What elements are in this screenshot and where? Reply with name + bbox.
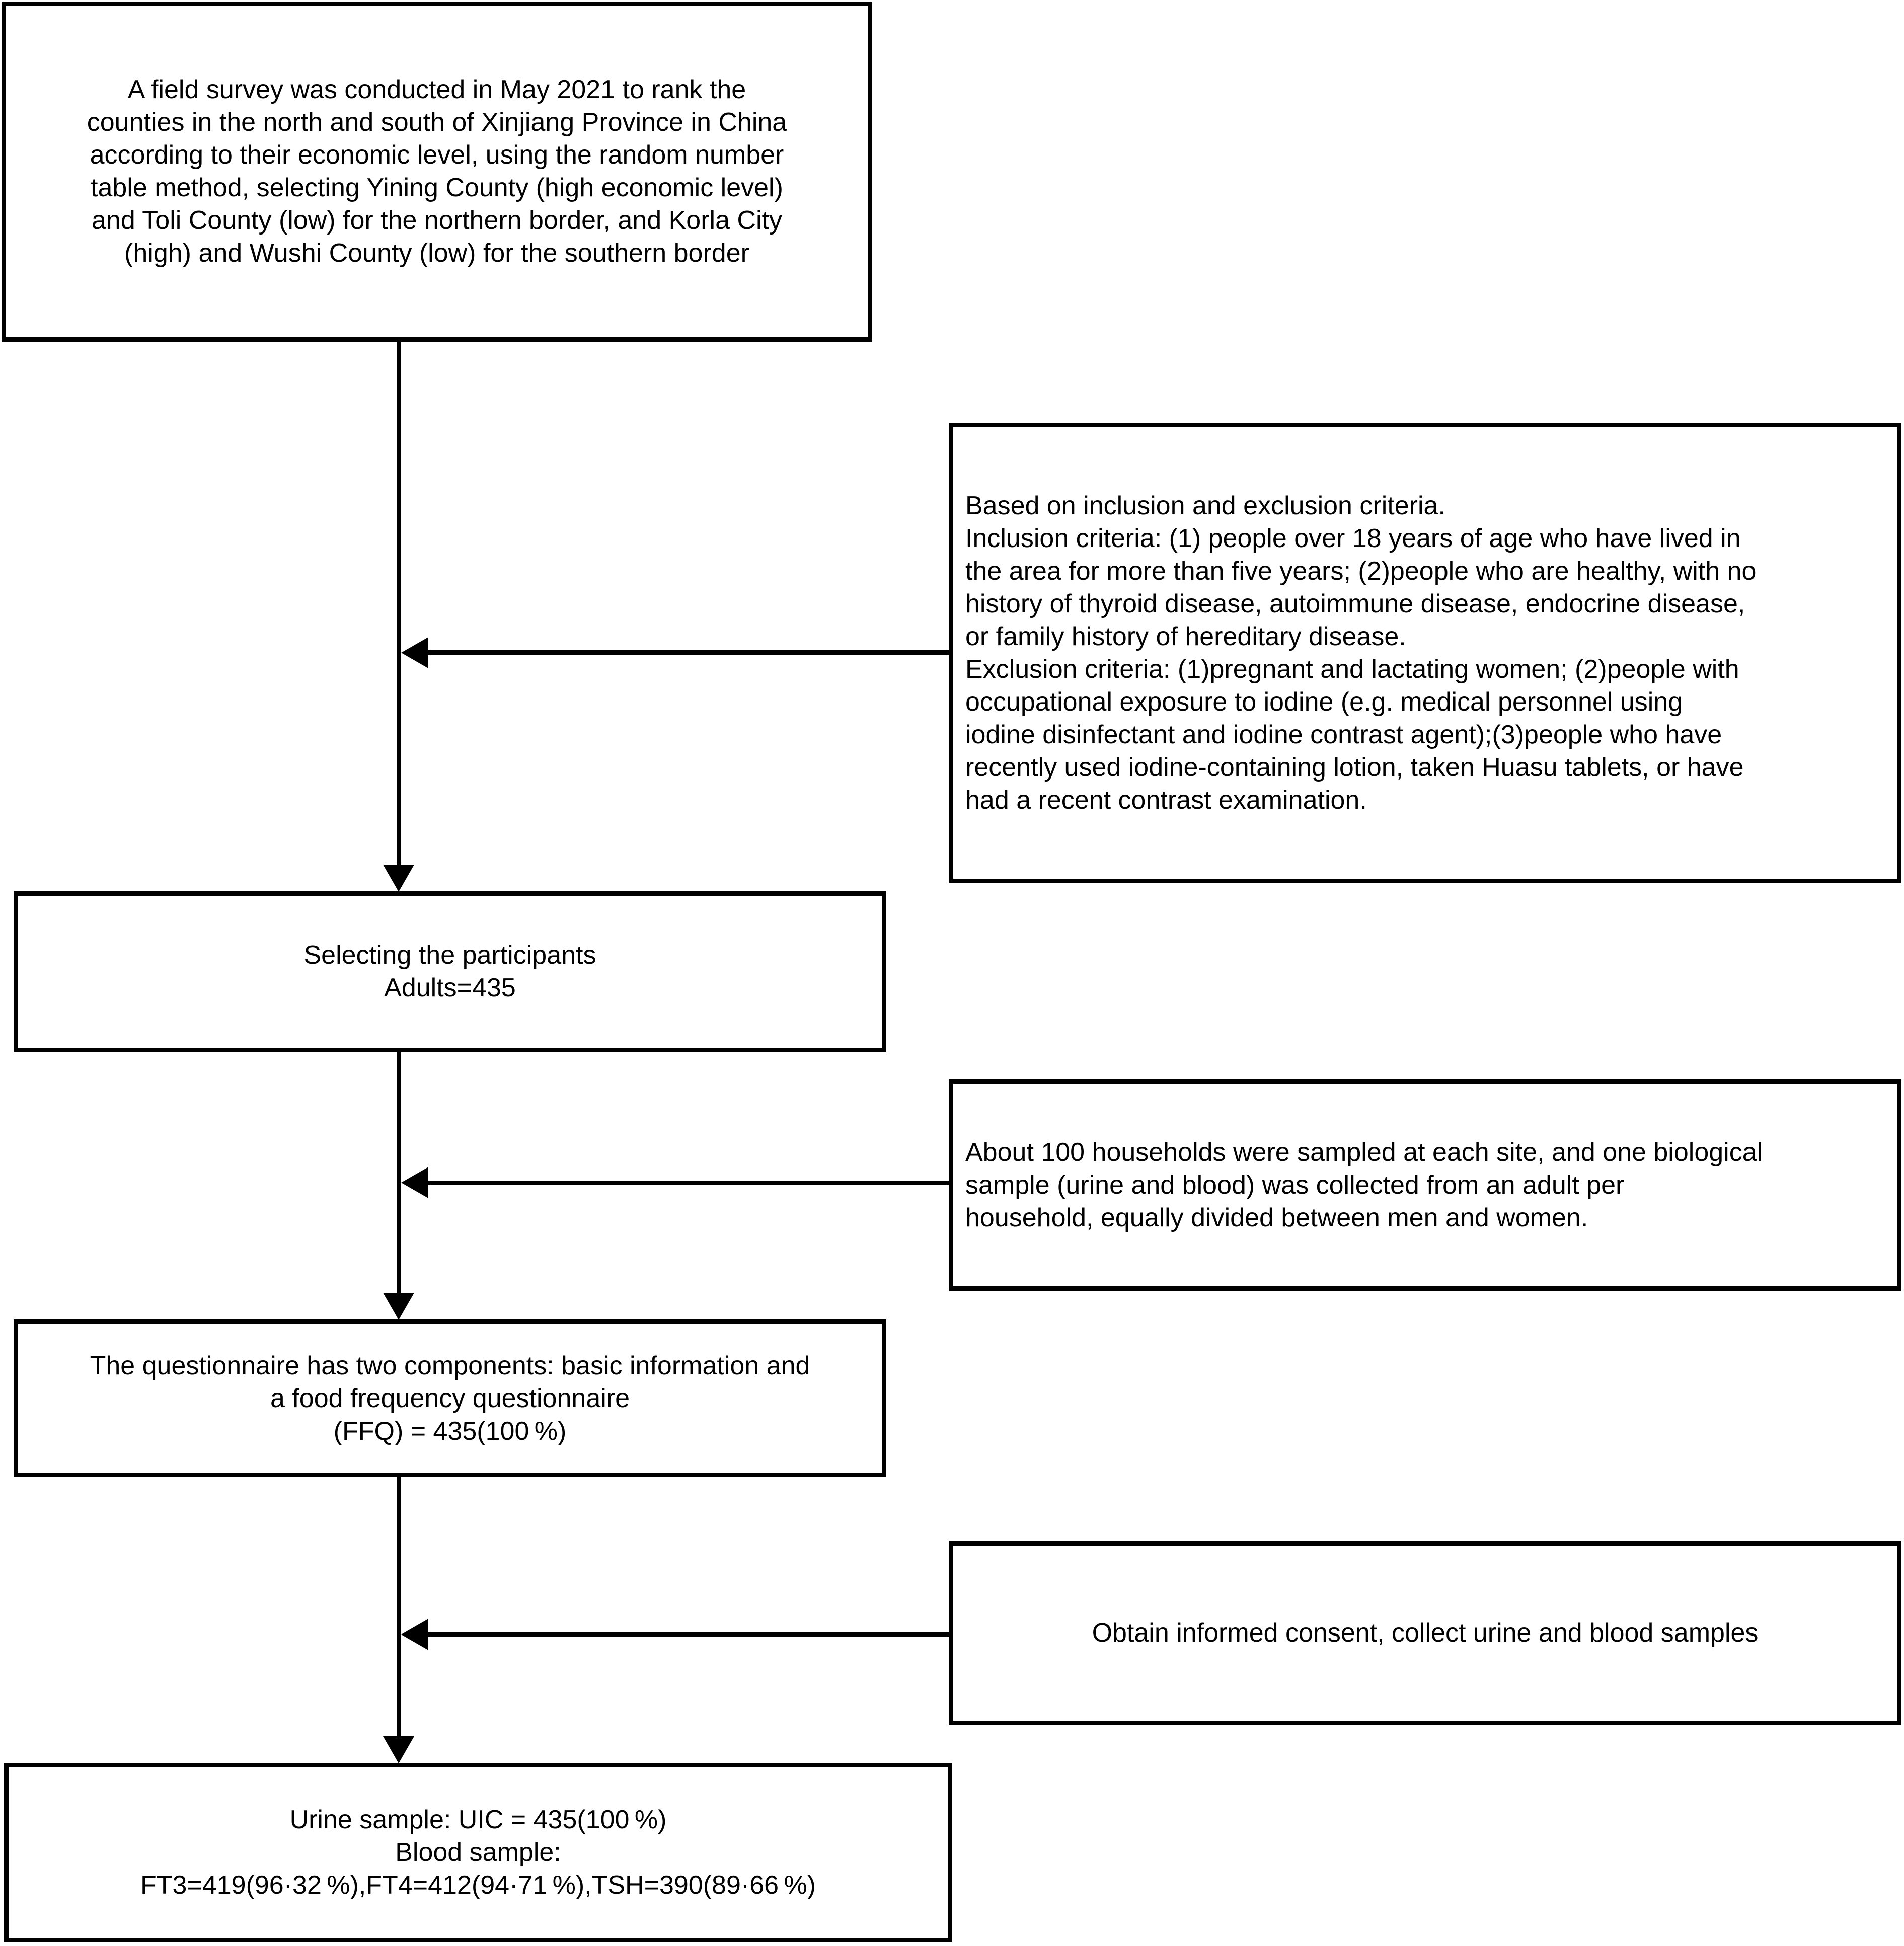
arrow-down-icon	[383, 1736, 414, 1763]
arrow-selection-to-questionnaire-shaft	[397, 1052, 401, 1293]
arrow-down-icon	[383, 865, 414, 892]
sample-results-box: Urine sample: UIC = 435(100 %) Blood sam…	[4, 1763, 952, 1942]
arrow-down-icon	[383, 1293, 414, 1320]
questionnaire-box: The questionnaire has two components: ba…	[14, 1319, 886, 1477]
arrow-left-icon	[401, 1167, 428, 1198]
arrow-from-criteria-shaft	[425, 650, 949, 655]
arrow-survey-to-selection-shaft	[397, 342, 401, 865]
inclusion-exclusion-criteria-box: Based on inclusion and exclusion criteri…	[949, 423, 1901, 883]
arrow-from-sampling-note-shaft	[425, 1181, 949, 1185]
household-sampling-note-box: About 100 households were sampled at eac…	[949, 1079, 1901, 1291]
survey-design-box: A field survey was conducted in May 2021…	[2, 2, 872, 342]
informed-consent-note-box: Obtain informed consent, collect urine a…	[949, 1541, 1901, 1725]
arrow-left-icon	[401, 637, 428, 668]
participant-selection-box: Selecting the participants Adults=435	[14, 891, 886, 1052]
arrow-from-consent-note-shaft	[425, 1632, 949, 1637]
arrow-left-icon	[401, 1619, 428, 1650]
arrow-questionnaire-to-results-shaft	[397, 1477, 401, 1736]
